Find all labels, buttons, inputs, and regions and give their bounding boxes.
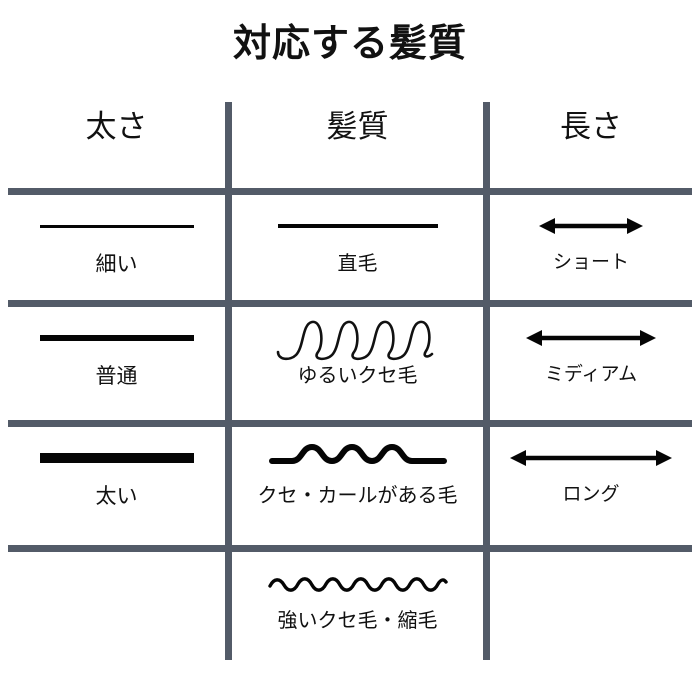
row-divider-1 (8, 188, 692, 195)
cell-texture-loose-curl: ゆるいクセ毛 (232, 312, 483, 420)
medium-double-arrow-icon (490, 312, 692, 364)
thin-line-icon (8, 200, 225, 252)
cell-label: 太い (95, 485, 138, 508)
straight-line-icon (232, 200, 483, 252)
cell-label: ロング (562, 484, 620, 505)
tight-zigzag-icon (232, 557, 483, 609)
cell-texture-wavy: クセ・カールがある毛 (232, 432, 483, 545)
row-divider-2 (8, 300, 692, 307)
column-header-thickness: 太さ (85, 109, 148, 144)
cell-texture-straight: 直毛 (232, 200, 483, 300)
row-divider-3 (8, 420, 692, 427)
cell-label: 普通 (95, 365, 138, 388)
page-title: 対応する髪質 (232, 23, 467, 65)
cell-length-medium: ミディアム (490, 312, 692, 420)
short-double-arrow-icon (490, 200, 692, 252)
cell-label: 直毛 (337, 253, 378, 275)
thick-line-icon (8, 432, 225, 484)
cell-thickness-thin: 細い (8, 200, 225, 300)
cell-thickness-normal: 普通 (8, 312, 225, 420)
cell-length-short: ショート (490, 200, 692, 300)
column-header-length: 長さ (560, 109, 622, 144)
cell-label: ミディアム (544, 364, 638, 385)
cell-thickness-thick: 太い (8, 432, 225, 545)
cell-label: 細い (95, 253, 138, 276)
cell-label: 強いクセ毛・縮毛 (277, 610, 438, 632)
column-divider-1 (225, 102, 232, 660)
cell-label: クセ・カールがある毛 (257, 485, 458, 507)
medium-line-icon (8, 312, 225, 364)
wavy-line-icon (232, 432, 483, 484)
cell-length-long: ロング (490, 432, 692, 545)
row-divider-4 (8, 545, 692, 552)
cell-texture-tight-curl: 強いクセ毛・縮毛 (232, 557, 483, 660)
cell-label: ゆるいクセ毛 (297, 365, 418, 387)
loose-curl-icon (232, 312, 483, 364)
column-header-texture: 髪質 (326, 109, 389, 144)
long-double-arrow-icon (490, 432, 692, 484)
column-divider-2 (483, 102, 490, 660)
cell-label: ショート (552, 252, 629, 273)
